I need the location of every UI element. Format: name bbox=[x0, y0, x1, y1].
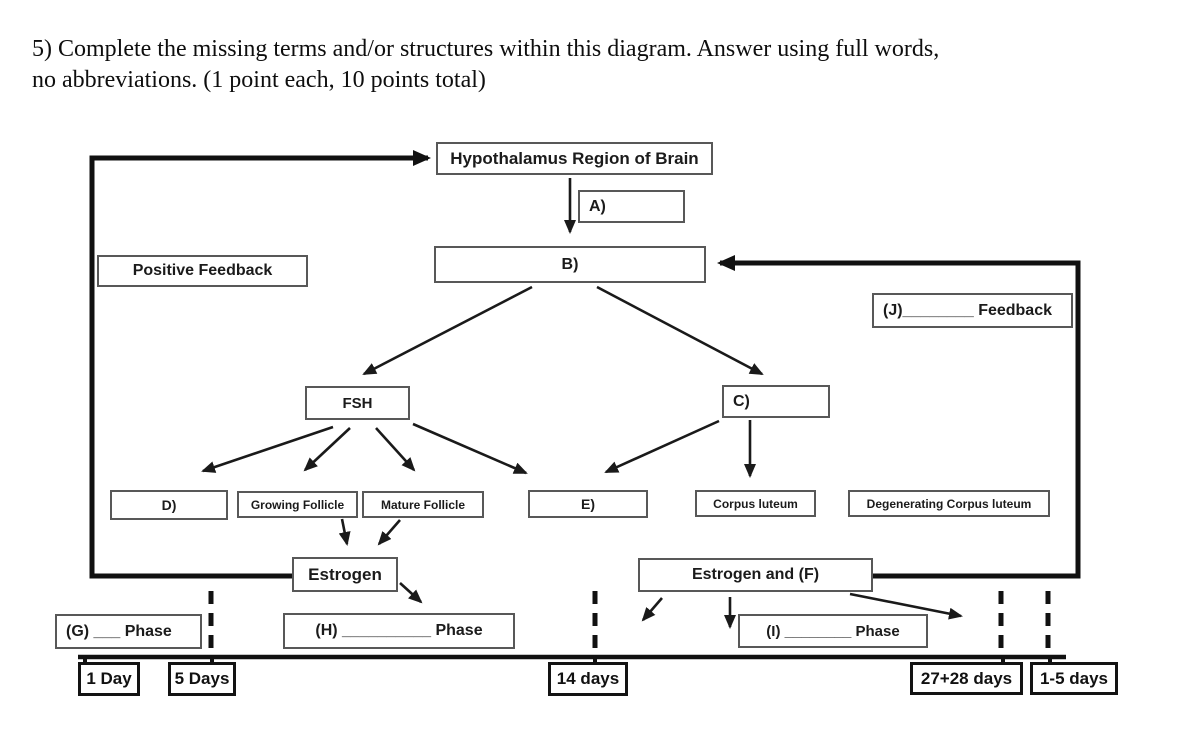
box-blank-c: C) bbox=[722, 385, 830, 418]
box-blank-j-feedback: (J)________ Feedback bbox=[872, 293, 1073, 328]
box-blank-a: A) bbox=[578, 190, 685, 223]
question-text: 5) Complete the missing terms and/or str… bbox=[32, 34, 1152, 96]
box-blank-b: B) bbox=[434, 246, 706, 283]
timeline-box-27-28-days: 27+28 days bbox=[910, 662, 1023, 695]
box-estrogen: Estrogen bbox=[292, 557, 398, 592]
timeline-box-1-5-days: 1-5 days bbox=[1030, 662, 1118, 695]
box-blank-d: D) bbox=[110, 490, 228, 520]
box-blank-i-phase: (I) ________ Phase bbox=[738, 614, 928, 648]
question-line-1: 5) Complete the missing terms and/or str… bbox=[32, 36, 940, 62]
box-degenerating-corpus-luteum: Degenerating Corpus luteum bbox=[848, 490, 1050, 517]
timeline-box-14-days: 14 days bbox=[548, 662, 628, 696]
timeline-box-5-days: 5 Days bbox=[168, 662, 236, 696]
box-hypothalamus: Hypothalamus Region of Brain bbox=[436, 142, 713, 175]
timeline-box-1-day: 1 Day bbox=[78, 662, 140, 696]
box-positive-feedback: Positive Feedback bbox=[97, 255, 308, 287]
phase-divider-dashes bbox=[208, 591, 1051, 651]
box-estrogen-and-f: Estrogen and (F) bbox=[638, 558, 873, 592]
box-blank-e: E) bbox=[528, 490, 648, 518]
box-blank-g-phase: (G) ___ Phase bbox=[55, 614, 202, 649]
box-corpus-luteum: Corpus luteum bbox=[695, 490, 816, 517]
question-line-2: no abbreviations. (1 point each, 10 poin… bbox=[32, 67, 486, 93]
box-growing-follicle: Growing Follicle bbox=[237, 491, 358, 518]
box-mature-follicle: Mature Follicle bbox=[362, 491, 484, 518]
negative-feedback-loop bbox=[717, 255, 1081, 579]
box-fsh: FSH bbox=[305, 386, 410, 420]
positive-feedback-loop bbox=[89, 150, 431, 579]
box-blank-h-phase: (H) __________ Phase bbox=[283, 613, 515, 649]
hormone-arrows bbox=[201, 178, 963, 629]
